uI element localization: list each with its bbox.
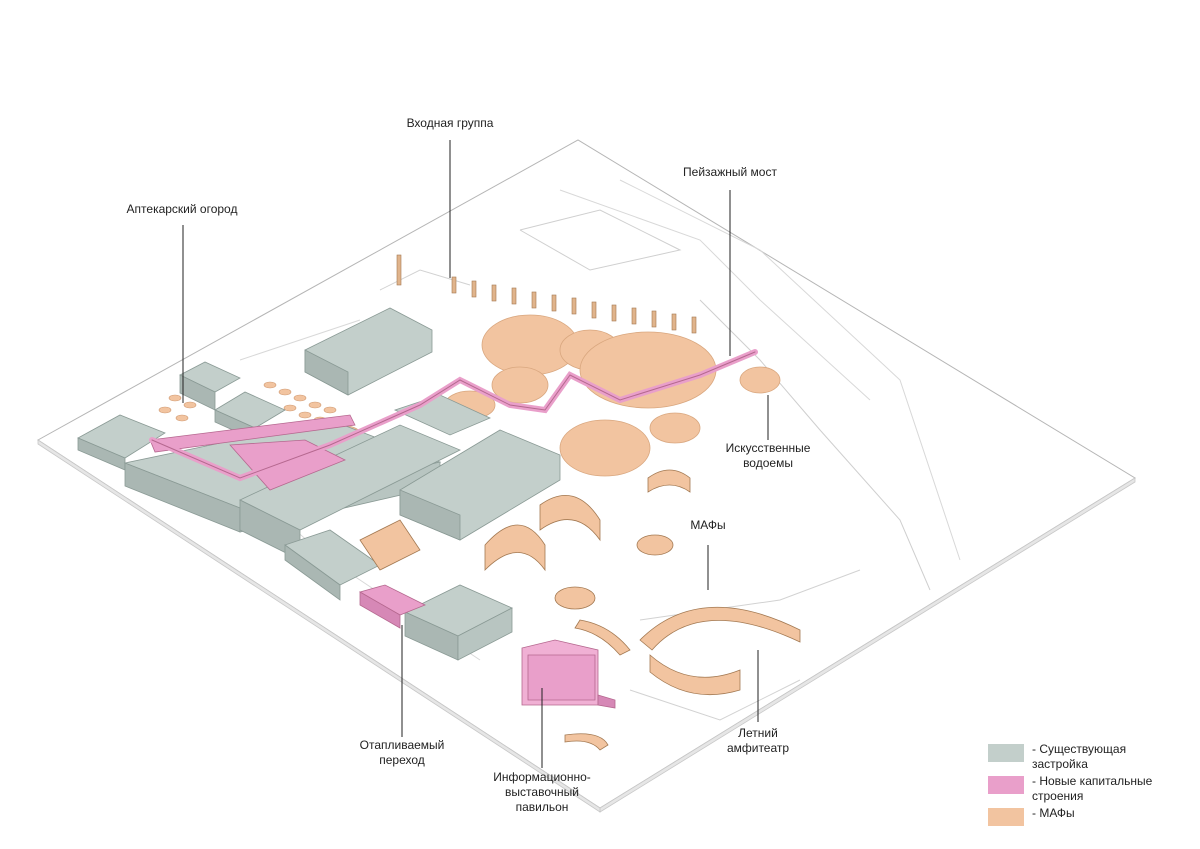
label-pavilion: Информационно- выставочный павильон xyxy=(485,770,599,815)
legend-swatch-existing xyxy=(988,744,1024,762)
legend-item-existing: - Существующая застройка xyxy=(988,742,1188,774)
label-pavilion-line1: Информационно- xyxy=(493,770,591,784)
label-entrance: Входная группа xyxy=(406,116,494,130)
label-garden: Аптекарский огород xyxy=(126,202,238,216)
legend-item-new: - Новые капитальные строения xyxy=(988,774,1188,806)
maf-structures xyxy=(359,469,801,751)
legend-text-maf: - МАФы xyxy=(1032,806,1075,820)
ponds xyxy=(328,314,781,477)
label-ponds-line2: водоемы xyxy=(743,456,793,470)
legend-text-existing: - Существующая застройка xyxy=(1032,742,1127,771)
label-passage-line1: Отапливаемый xyxy=(359,738,445,752)
label-amph-line2: амфитеатр xyxy=(726,741,790,755)
garden-tables xyxy=(158,381,337,449)
legend-text-new: - Новые капитальные строения xyxy=(1032,774,1153,803)
label-mafs: МАФы xyxy=(690,518,726,532)
label-amph-line1: Летний xyxy=(738,726,778,740)
label-pavilion-line3: павильон xyxy=(515,800,569,814)
callout-lines xyxy=(182,140,769,768)
landscape-bridge xyxy=(149,349,758,482)
legend-swatch-new xyxy=(988,776,1024,794)
entrance-posts xyxy=(396,254,697,334)
legend-item-maf: - МАФы xyxy=(988,806,1188,838)
label-bridge: Пейзажный мост xyxy=(683,165,777,179)
label-passage: Отапливаемый переход xyxy=(352,738,452,768)
label-pavilion-line2: выставочный xyxy=(505,785,579,799)
label-passage-line2: переход xyxy=(379,753,425,767)
label-ponds-line1: Искусственные xyxy=(725,441,811,455)
label-ponds: Искусственные водоемы xyxy=(718,441,818,471)
legend: - Существующая застройка - Новые капитал… xyxy=(988,742,1188,838)
label-amphitheatre: Летний амфитеатр xyxy=(722,726,794,756)
legend-swatch-maf xyxy=(988,808,1024,826)
